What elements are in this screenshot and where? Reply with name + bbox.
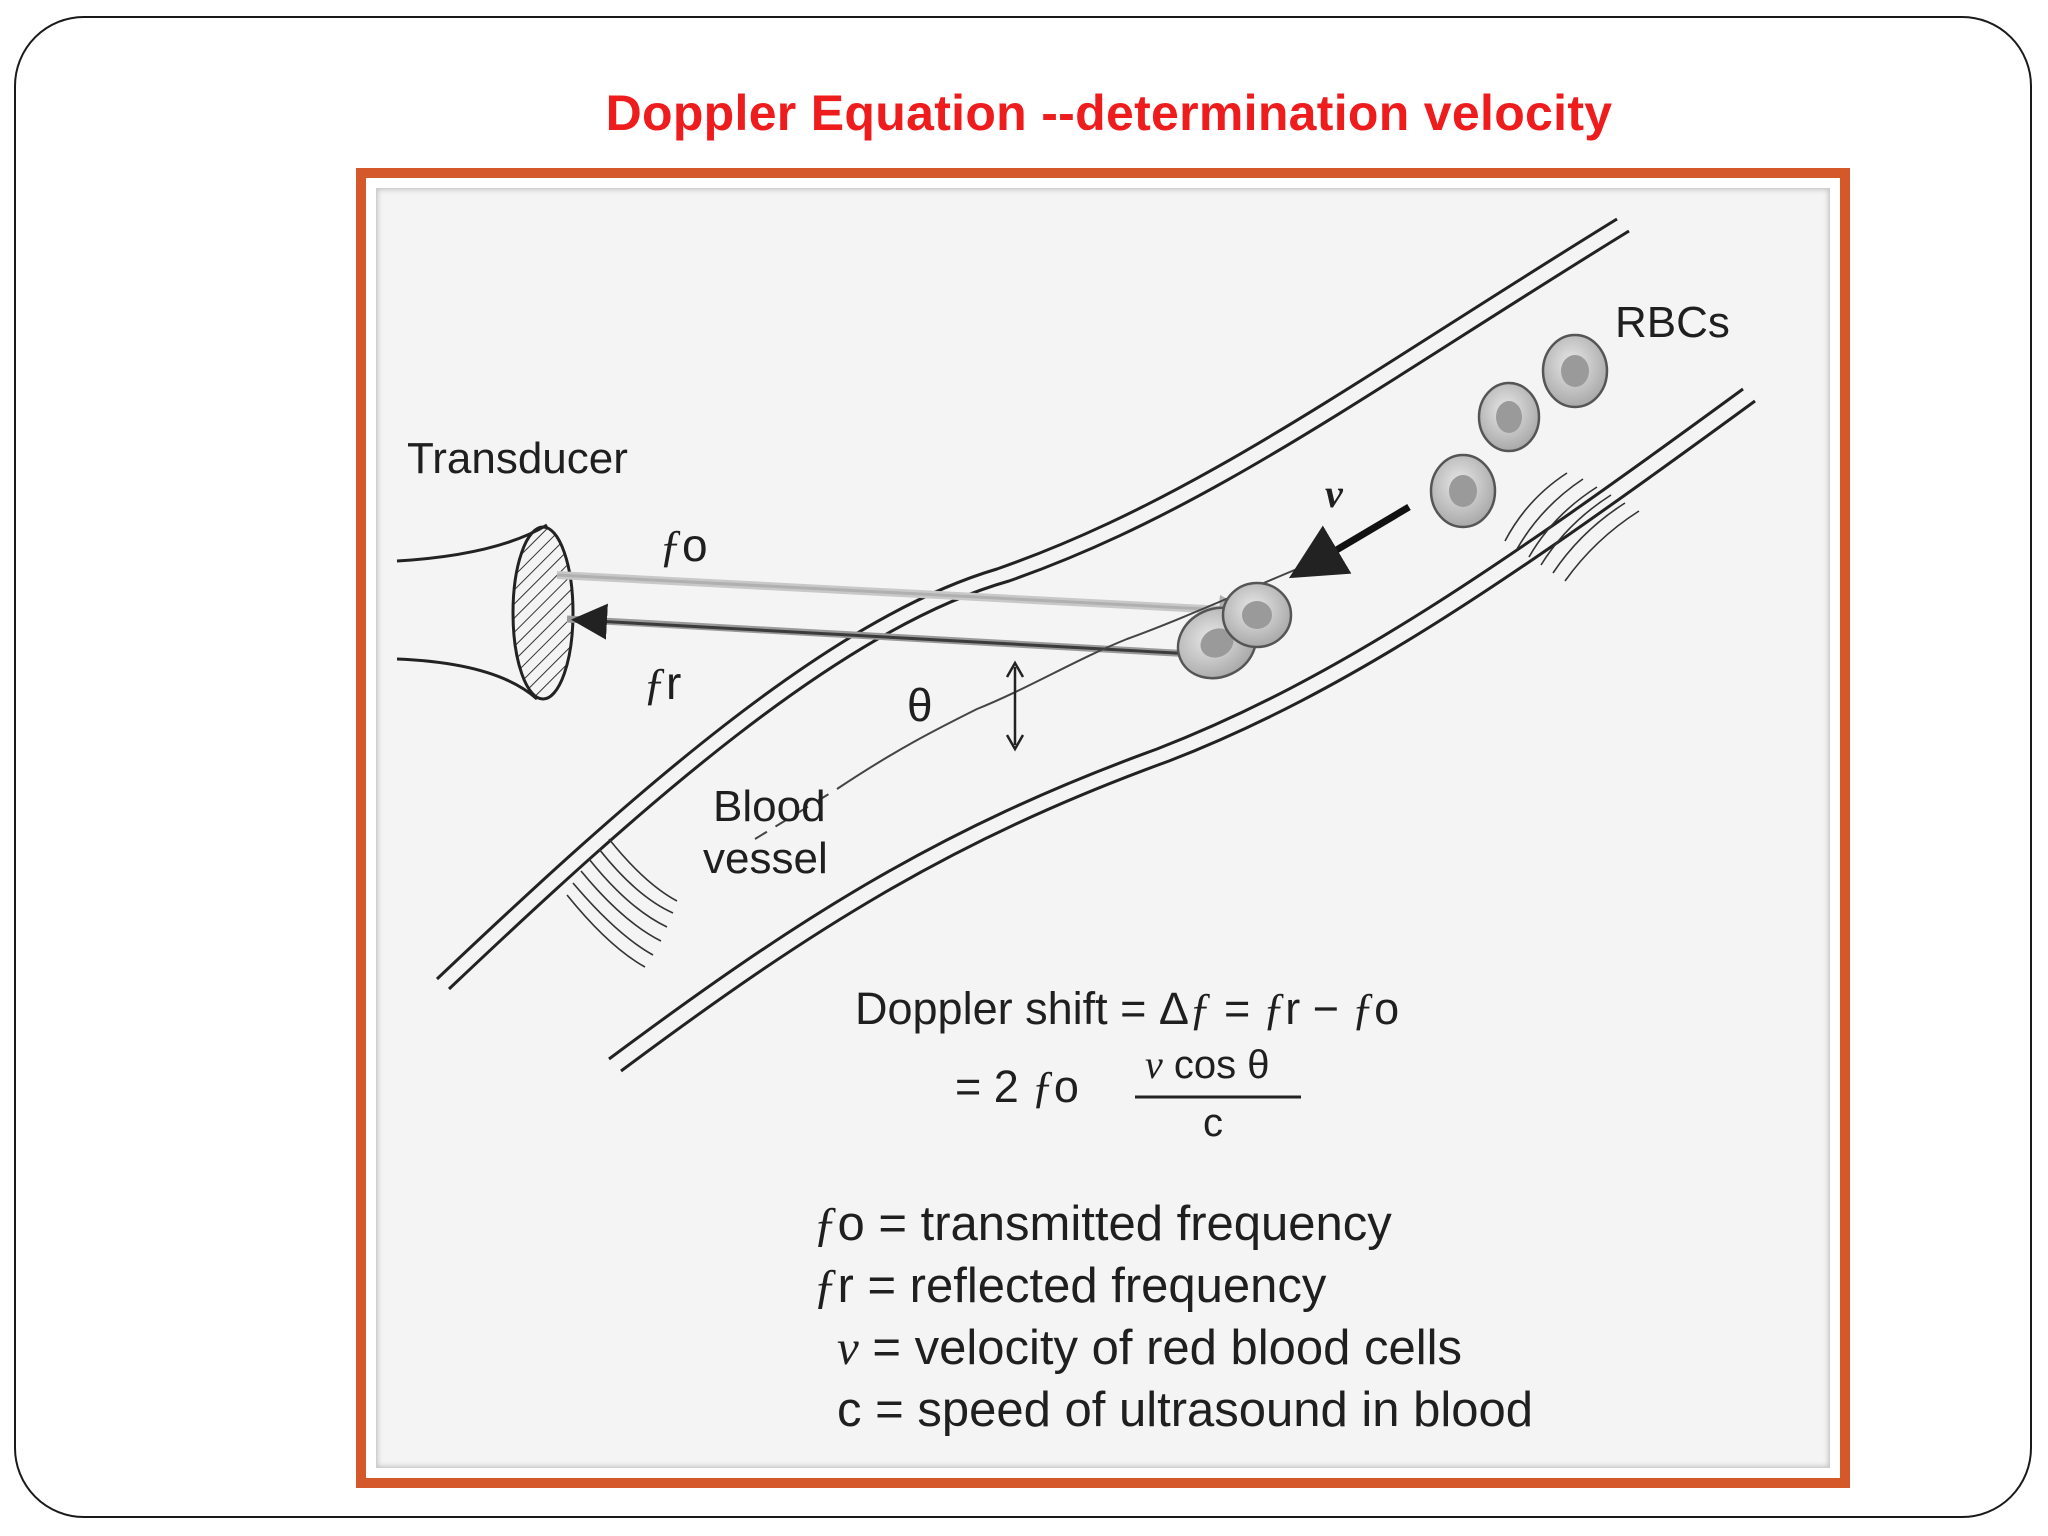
- eq2-fo: o: [1053, 1061, 1079, 1112]
- fo-f-symbol: ƒ: [659, 520, 682, 571]
- velocity-arrow: [1288, 503, 1411, 579]
- reflected-beam-arrow: [566, 603, 1212, 659]
- fraction-numerator: v cos θ: [1145, 1041, 1269, 1088]
- sound-wave-arcs-lower: [566, 838, 678, 968]
- def-fr-text: = reflected frequency: [853, 1259, 1327, 1313]
- flow-center-line: [754, 568, 1298, 840]
- transmitted-beam-arrow: [556, 571, 1249, 625]
- slide-title: Doppler Equation --determination velocit…: [605, 85, 1613, 141]
- doppler-shift-equation-line2: = 2 ƒo: [955, 1061, 1079, 1113]
- def-v-text: = velocity of red blood cells: [858, 1321, 1463, 1375]
- numerator-cos: cos θ: [1162, 1043, 1270, 1087]
- blood-vessel-label-line1: Blood: [713, 782, 826, 831]
- figure-inner-border: Transducer RBCs v ƒo ƒr θ Blood vessel D…: [366, 178, 1840, 1478]
- eq2-fo-f: ƒ: [1031, 1062, 1054, 1112]
- transducer-icon: [396, 523, 575, 701]
- def-fo-text: = transmitted frequency: [864, 1197, 1392, 1251]
- def-fo-f: ƒ: [813, 1196, 838, 1251]
- eq-delta-f: ƒ: [1188, 984, 1212, 1034]
- eq2-prefix: = 2: [955, 1061, 1032, 1112]
- eq-fo: o: [1374, 983, 1400, 1034]
- def-fr-f: ƒ: [813, 1258, 838, 1313]
- vessel-upper-wall: [435, 217, 1630, 991]
- velocity-label: v: [1325, 471, 1344, 516]
- blood-vessel-label-line2: vessel: [703, 834, 828, 883]
- definition-fo: ƒo = transmitted frequency: [813, 1195, 1392, 1252]
- fr-sub: r: [666, 657, 681, 709]
- transducer-label: Transducer: [407, 434, 628, 483]
- definition-c: c = speed of ultrasound in blood: [837, 1381, 1533, 1438]
- eq-prefix: Doppler shift = Δ: [855, 983, 1189, 1034]
- definition-fr: ƒr = reflected frequency: [813, 1257, 1326, 1314]
- def-c-text: = speed of ultrasound in blood: [861, 1383, 1534, 1437]
- numerator-v: v: [1145, 1042, 1163, 1087]
- rbcs-label: RBCs: [1615, 298, 1730, 347]
- doppler-shift-equation-line1: Doppler shift = Δƒ = ƒr − ƒo: [855, 983, 1399, 1035]
- eq-minus: −: [1300, 983, 1352, 1034]
- fr-label: ƒr: [643, 657, 681, 709]
- def-v-symbol: v: [837, 1320, 859, 1375]
- fo-sub: o: [682, 519, 708, 571]
- def-fo-sub: o: [837, 1197, 865, 1251]
- vessel-lower-wall: [608, 387, 1756, 1073]
- eq-fr-f: ƒ: [1262, 984, 1286, 1034]
- sound-wave-arcs-upper: [1504, 472, 1640, 582]
- rbc-near-beam: [1176, 581, 1293, 680]
- def-fr-sub: r: [837, 1259, 854, 1313]
- theta-angle-indicator: [1005, 660, 1025, 752]
- theta-label: θ: [907, 679, 933, 731]
- rbc-cluster: [1429, 333, 1609, 529]
- doppler-diagram: Transducer RBCs v ƒo ƒr θ Blood vessel: [396, 217, 1756, 1099]
- fraction-denominator: c: [1203, 1101, 1223, 1145]
- figure-panel: Transducer RBCs v ƒo ƒr θ Blood vessel D…: [376, 188, 1830, 1468]
- eq-fo-f: ƒ: [1351, 984, 1375, 1034]
- def-c-symbol: c: [837, 1383, 862, 1437]
- slide-frame: [14, 16, 2032, 1518]
- fo-label: ƒo: [659, 519, 708, 571]
- eq-equals: =: [1211, 983, 1263, 1034]
- figure-frame: Transducer RBCs v ƒo ƒr θ Blood vessel D…: [356, 168, 1850, 1488]
- fr-f-symbol: ƒ: [643, 658, 666, 709]
- definitions-list: ƒo = transmitted frequency ƒr = reflecte…: [813, 1195, 1713, 1455]
- eq-fr: r: [1285, 983, 1301, 1034]
- definition-v: v = velocity of red blood cells: [837, 1319, 1462, 1376]
